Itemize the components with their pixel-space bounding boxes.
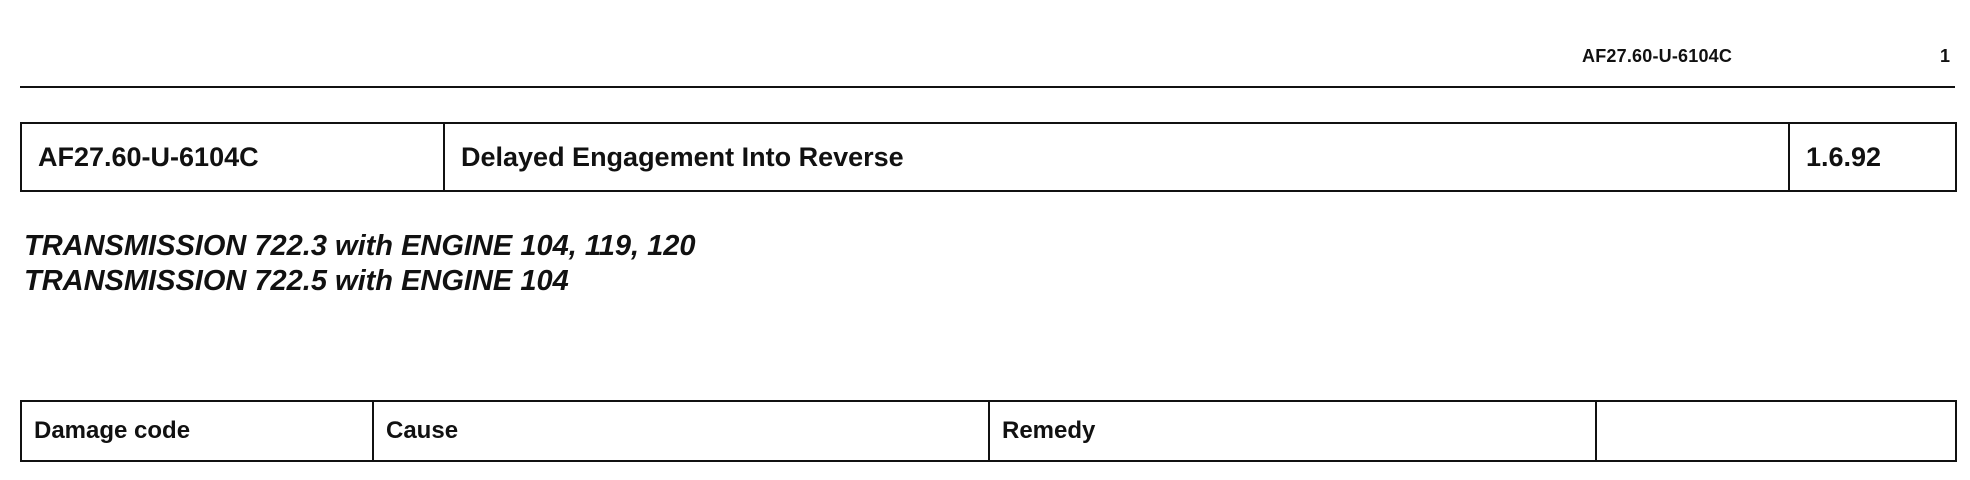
column-header-blank: [1595, 400, 1957, 462]
header-rule: [20, 86, 1955, 88]
title-text: Delayed Engagement Into Reverse: [443, 122, 1790, 192]
applicability-block: TRANSMISSION 722.3 with ENGINE 104, 119,…: [24, 229, 696, 299]
damage-table-header-row: Damage code Cause Remedy: [20, 400, 1957, 462]
title-code: AF27.60-U-6104C: [20, 122, 445, 192]
title-block: AF27.60-U-6104C Delayed Engagement Into …: [20, 122, 1957, 192]
column-header-remedy: Remedy: [988, 400, 1597, 462]
title-date: 1.6.92: [1788, 122, 1957, 192]
title-row: AF27.60-U-6104C Delayed Engagement Into …: [20, 122, 1957, 192]
column-header-cause: Cause: [372, 400, 990, 462]
page-header: AF27.60-U-6104C 1: [0, 0, 1970, 90]
applicability-line: TRANSMISSION 722.3 with ENGINE 104, 119,…: [24, 230, 696, 262]
damage-table: Damage code Cause Remedy: [20, 400, 1957, 462]
header-document-id: AF27.60-U-6104C: [1582, 46, 1733, 66]
header-page-number: 1: [1940, 46, 1951, 66]
column-header-damage-code: Damage code: [20, 400, 374, 462]
applicability-line: TRANSMISSION 722.5 with ENGINE 104: [24, 265, 569, 297]
